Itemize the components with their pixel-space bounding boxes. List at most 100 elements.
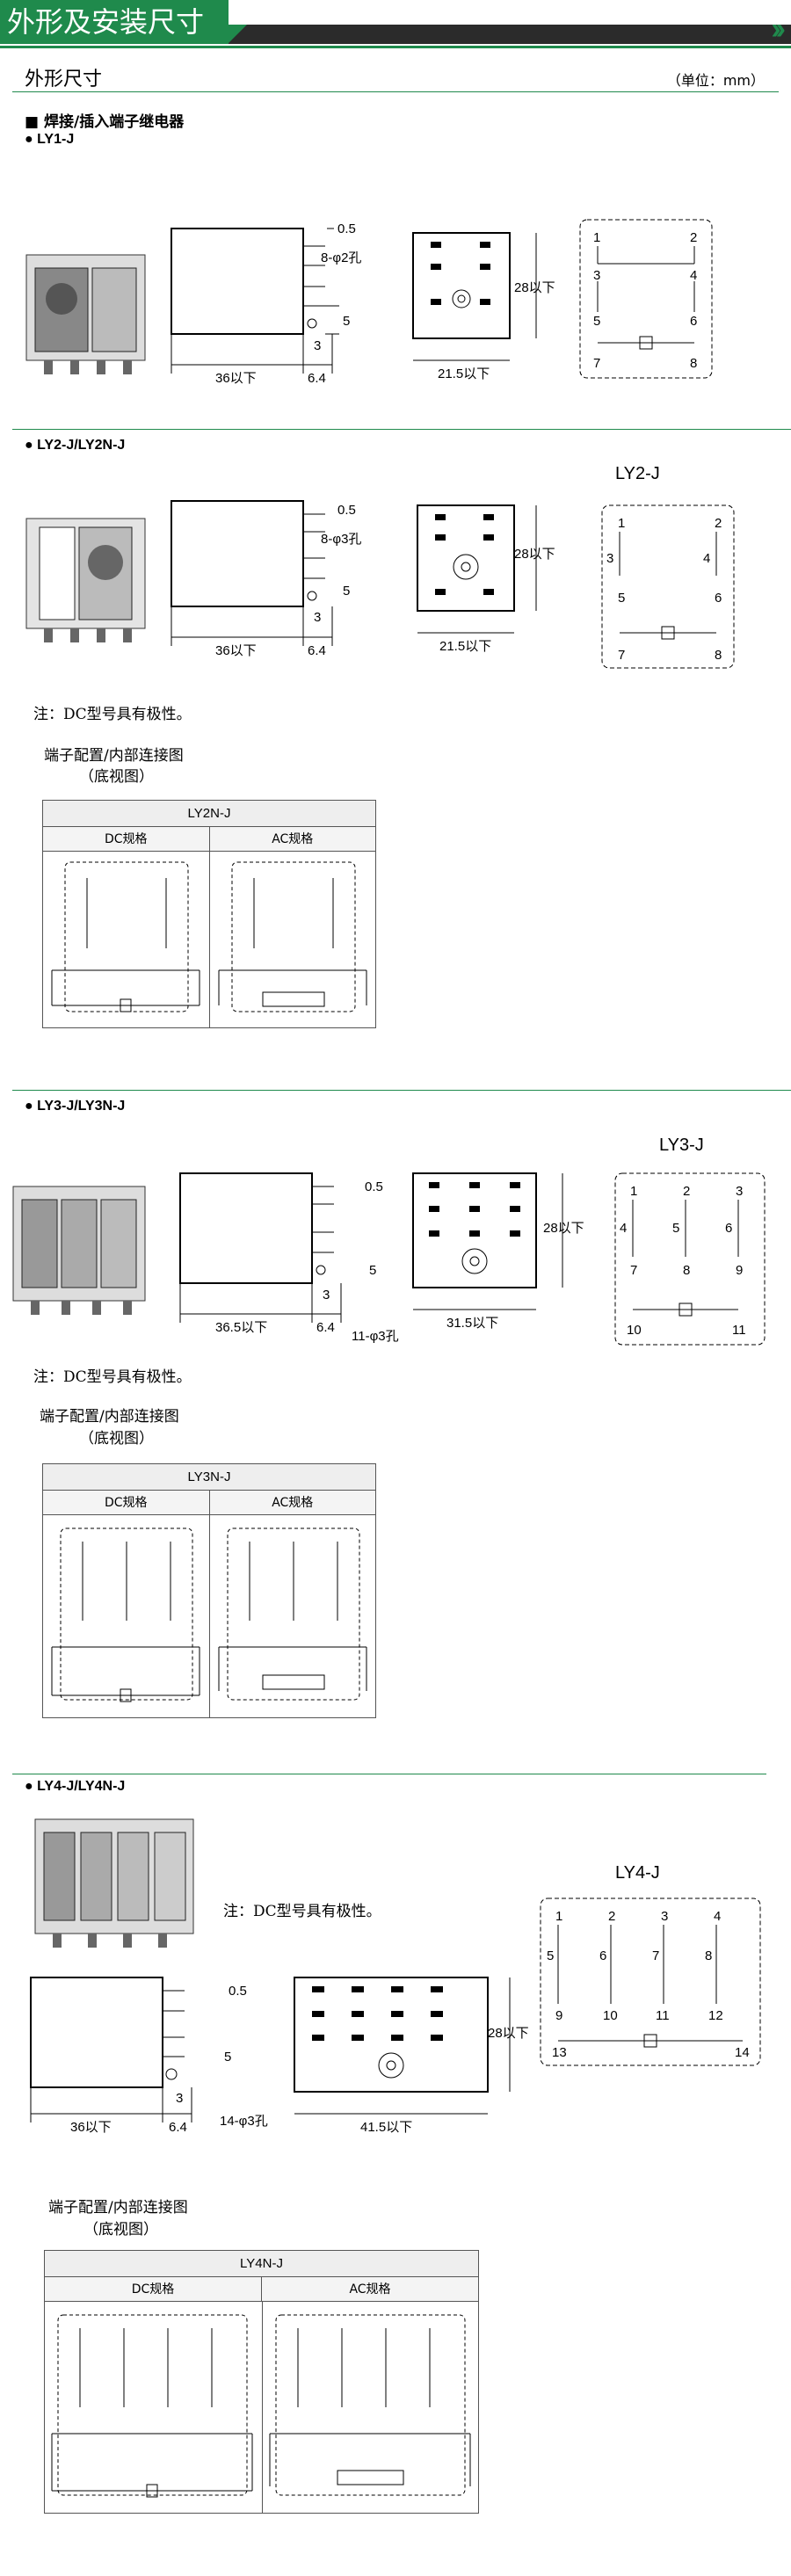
ly4-pin-3: 3: [661, 1909, 668, 1924]
ly3-pin-11: 11: [732, 1323, 746, 1338]
ly4-variant-label: LY4-J: [615, 1863, 660, 1883]
units-label: （单位：mm）: [666, 72, 765, 89]
ly2-relay-photo: [25, 518, 146, 642]
ly3-pin-9: 9: [736, 1263, 743, 1278]
ly1-dim-width: 21.5以下: [438, 366, 490, 381]
ly3n-dc-header: DC规格: [43, 1491, 210, 1514]
ly2n-connection-table: LY2N-J DC规格 AC规格: [42, 800, 376, 1028]
ly3n-table-title: LY3N-J: [43, 1464, 375, 1491]
ly1-dim-pinoff: 6.4: [308, 371, 326, 386]
ly1-pin-5: 5: [593, 314, 600, 329]
ly4-dim-top: 0.5: [229, 1984, 247, 1999]
ly3-dim-length: 36.5以下: [215, 1320, 267, 1335]
ly1-dim-top: 0.5: [337, 221, 356, 236]
ly4n-dc-diagram: [45, 2302, 263, 2513]
ly1-dim-pitch: 5: [343, 314, 350, 329]
ly3-pin-7: 7: [630, 1263, 637, 1278]
ly3n-ac-header: AC规格: [272, 1496, 314, 1510]
ly4-pin-1: 1: [555, 1909, 562, 1924]
ly1-pin-1: 1: [593, 230, 600, 245]
ly3-side-view: [179, 1172, 342, 1323]
ly1-pin-8: 8: [690, 356, 697, 371]
ly1-pin-4: 4: [690, 268, 697, 283]
ly2-terminal-sub: （底视图）: [79, 768, 154, 786]
ly3n-ac-diagram: [210, 1515, 376, 1717]
ly3-schematic: [614, 1172, 766, 1346]
ly1-bottom-view: [412, 232, 537, 361]
ly3-dim-bottom: 3: [323, 1288, 330, 1303]
ly4-pin-2: 2: [608, 1909, 615, 1924]
ly3-pin-10: 10: [627, 1323, 642, 1338]
ly4n-ac-header: AC规格: [349, 2282, 391, 2297]
ly1-drawings: 0.5 8-φ2孔 5 3 36以下 6.4 21.5以下 28以下 1 2 3…: [25, 219, 713, 386]
ly3n-connection-table: LY3N-J DC规格 AC规格: [42, 1463, 376, 1718]
ly2-terminal-title: 端子配置/内部连接图: [44, 747, 184, 765]
section-divider: [12, 429, 791, 430]
ly1-pin-3: 3: [593, 268, 600, 283]
ly2n-ac-diagram: [210, 852, 376, 1027]
ly2-dim-pins: 8-φ3孔: [321, 532, 361, 547]
header-underline: [0, 46, 791, 48]
ly3-variant-label: LY3-J: [659, 1136, 704, 1155]
ly4-dim-pitch: 5: [224, 2050, 231, 2064]
ly1-pin-6: 6: [690, 314, 697, 329]
ly2-schematic: [601, 504, 735, 669]
ly4-pin-5: 5: [547, 1948, 554, 1963]
ly3-pin-3: 3: [736, 1184, 743, 1199]
ly3-dim-pitch: 5: [369, 1263, 376, 1278]
ly4-dim-pins: 14-φ3孔: [220, 2114, 268, 2129]
ly3-pin-8: 8: [683, 1263, 690, 1278]
ly1-dim-bottom: 3: [314, 338, 321, 353]
ly4-dim-length: 36以下: [70, 2120, 112, 2135]
ly4-side-view: [30, 1977, 192, 2122]
ly4-dim-pinoff: 6.4: [169, 2120, 187, 2135]
ly2-pin-1: 1: [618, 516, 625, 531]
ly2n-table-title: LY2N-J: [43, 801, 375, 827]
ly3-dim-top: 0.5: [365, 1179, 383, 1194]
ly2n-dc-header: DC规格: [43, 827, 210, 851]
ly4-note: 注：DC型号具有极性。: [223, 1903, 381, 1920]
ly2-pin-2: 2: [715, 516, 722, 531]
ly4-pin-14: 14: [735, 2045, 750, 2060]
header-title: 外形及安装尺寸: [0, 0, 229, 44]
ly4-pin-6: 6: [599, 1948, 606, 1963]
ly4-terminal-title: 端子配置/内部连接图: [48, 2199, 188, 2217]
ly2-pin-6: 6: [715, 591, 722, 606]
model-heading-ly3: LY3-J/LY3N-J: [25, 1099, 125, 1114]
ly1-side-view: [171, 228, 339, 374]
ly4-pin-9: 9: [555, 2008, 562, 2023]
ly3-relay-photo: [12, 1186, 146, 1315]
ly2-pin-7: 7: [618, 648, 625, 663]
ly4-pin-13: 13: [552, 2045, 567, 2060]
ly2-pin-5: 5: [618, 591, 625, 606]
double-chevron-icon: ››: [771, 12, 785, 46]
ly3-dim-height: 28以下: [543, 1221, 584, 1236]
model-heading-ly1: LY1-J: [25, 132, 74, 148]
ly1-relay-photo: [25, 254, 146, 374]
ly2-dim-height: 28以下: [514, 547, 555, 562]
ly3-pin-5: 5: [672, 1221, 679, 1236]
ly3-drawings: 0.5 5 3 11-φ3孔 36.5以下 6.4 31.5以下 28以下 1 …: [12, 1172, 766, 1346]
ly4-pin-7: 7: [652, 1948, 659, 1963]
model-heading-ly4: LY4-J/LY4N-J: [25, 1779, 125, 1795]
ly2-dim-pitch: 5: [343, 584, 350, 599]
section-divider: [12, 1090, 791, 1091]
ly2-pin-3: 3: [606, 551, 613, 566]
ly4-pin-12: 12: [708, 2008, 723, 2023]
ly2-pin-4: 4: [703, 551, 710, 566]
ly4n-dc-header: DC规格: [45, 2277, 262, 2301]
ly4-relay-photo: [34, 1818, 194, 1948]
ly4-dim-width: 41.5以下: [360, 2120, 412, 2135]
ly2n-dc-diagram: [43, 852, 210, 1027]
ly4-terminal-sub: （底视图）: [83, 2221, 158, 2239]
ly2-drawings: 0.5 8-φ3孔 5 3 36以下 6.4 21.5以下 28以下 1 2 3…: [25, 500, 735, 669]
ly4-pin-11: 11: [656, 2008, 670, 2023]
ly3-pin-4: 4: [620, 1221, 627, 1236]
ly1-pin-2: 2: [690, 230, 697, 245]
ly3n-dc-diagram: [43, 1515, 210, 1717]
ly3-dim-pins: 11-φ3孔: [352, 1329, 399, 1344]
ly3-terminal-sub: （底视图）: [79, 1430, 154, 1448]
page-header: 外形及安装尺寸 ››: [0, 0, 791, 49]
ly1-schematic: [579, 219, 713, 379]
ly1-dim-height: 28以下: [514, 280, 555, 295]
